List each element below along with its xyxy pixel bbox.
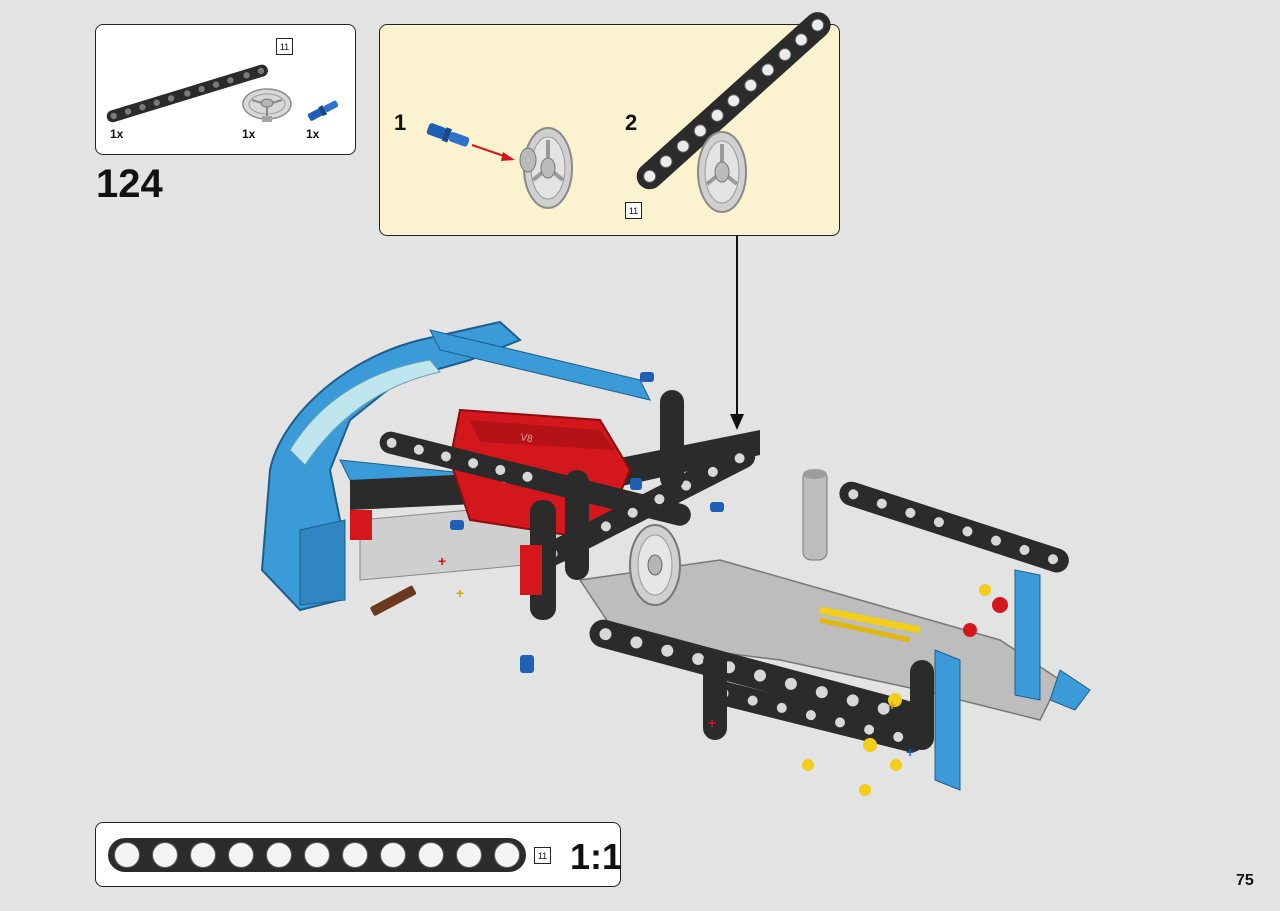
sub-step-2-label: 2 [625, 110, 638, 135]
steering-wheel-part-icon [242, 88, 292, 122]
sub-step-1-label: 1 [394, 110, 407, 135]
axle-pin-quantity: 1x [306, 127, 320, 141]
placement-arrow [730, 236, 744, 430]
axle-pin-part-icon [307, 100, 339, 121]
sub-step-2-beam-length-label: 11 [625, 202, 642, 219]
beam-11-part-icon [106, 64, 268, 123]
sub-step-1-illustration [426, 123, 573, 209]
svg-text:+: + [888, 697, 896, 713]
beam-length-label: 11 [276, 38, 293, 55]
svg-text:+: + [456, 585, 464, 601]
sub-step-2-illustration [636, 12, 831, 213]
svg-text:+: + [708, 715, 716, 731]
steering-wheel-quantity: 1x [242, 127, 256, 141]
ruler-length-label: 11 [534, 847, 551, 864]
main-model-illustration: V8 [260, 320, 1091, 796]
page-number: 75 [1236, 872, 1254, 889]
beam-quantity: 1x [110, 127, 124, 141]
svg-text:V8: V8 [519, 432, 533, 445]
ruler-scale-label: 1:1 [570, 836, 623, 877]
parts-list-panel [95, 24, 356, 155]
svg-text:+: + [438, 553, 446, 569]
ruler-beam-icon [108, 838, 526, 872]
step-number: 124 [96, 162, 163, 206]
svg-text:+: + [906, 744, 914, 760]
